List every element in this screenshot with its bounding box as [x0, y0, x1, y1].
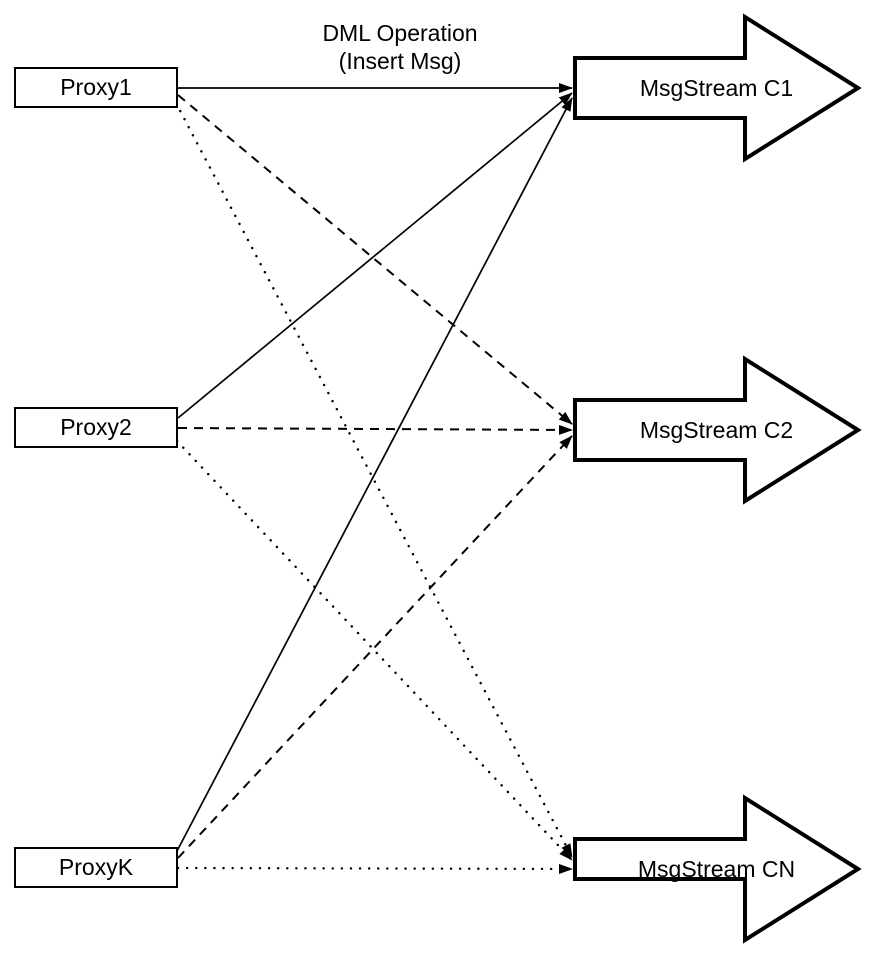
- edge-proxy2-to-msgstream-c1: [177, 92, 573, 419]
- edge-proxy2-to-msgstream-cn: [175, 439, 574, 862]
- msgstream-c1-arrow-shape: [573, 13, 862, 163]
- msgstream-c2-arrow-shape: [573, 355, 862, 505]
- node-proxy2: Proxy2: [14, 407, 178, 448]
- edge-proxyk-to-msgstream-cn: [176, 863, 574, 874]
- title-line1: DML Operation: [322, 20, 478, 46]
- node-proxy1: Proxy1: [14, 67, 178, 108]
- edge-proxy1-to-msgstream-c2: [177, 94, 573, 425]
- msgstream-c1-label: MsgStream C1: [639, 74, 794, 101]
- proxy2-label: Proxy2: [60, 414, 132, 440]
- edges-group: [174, 83, 574, 874]
- edge-proxy2-to-msgstream-c2: [177, 424, 573, 435]
- edge-label-dml-operation: DML Operation (Insert Msg): [250, 19, 550, 75]
- msgstream-cn-arrow-shape: [573, 794, 862, 944]
- proxyk-label: ProxyK: [58, 854, 134, 880]
- msgstream-c2-label: MsgStream C2: [639, 416, 794, 443]
- edge-proxy1-to-msgstream-cn: [174, 101, 574, 859]
- edge-proxyk-to-msgstream-c2: [177, 435, 573, 859]
- title-line2: (Insert Msg): [338, 48, 462, 74]
- node-proxyk: ProxyK: [14, 847, 178, 888]
- msgstream-cn-label: MsgStream CN: [637, 855, 796, 882]
- edge-proxyk-to-msgstream-c1: [176, 97, 573, 852]
- proxy1-label: Proxy1: [60, 74, 132, 100]
